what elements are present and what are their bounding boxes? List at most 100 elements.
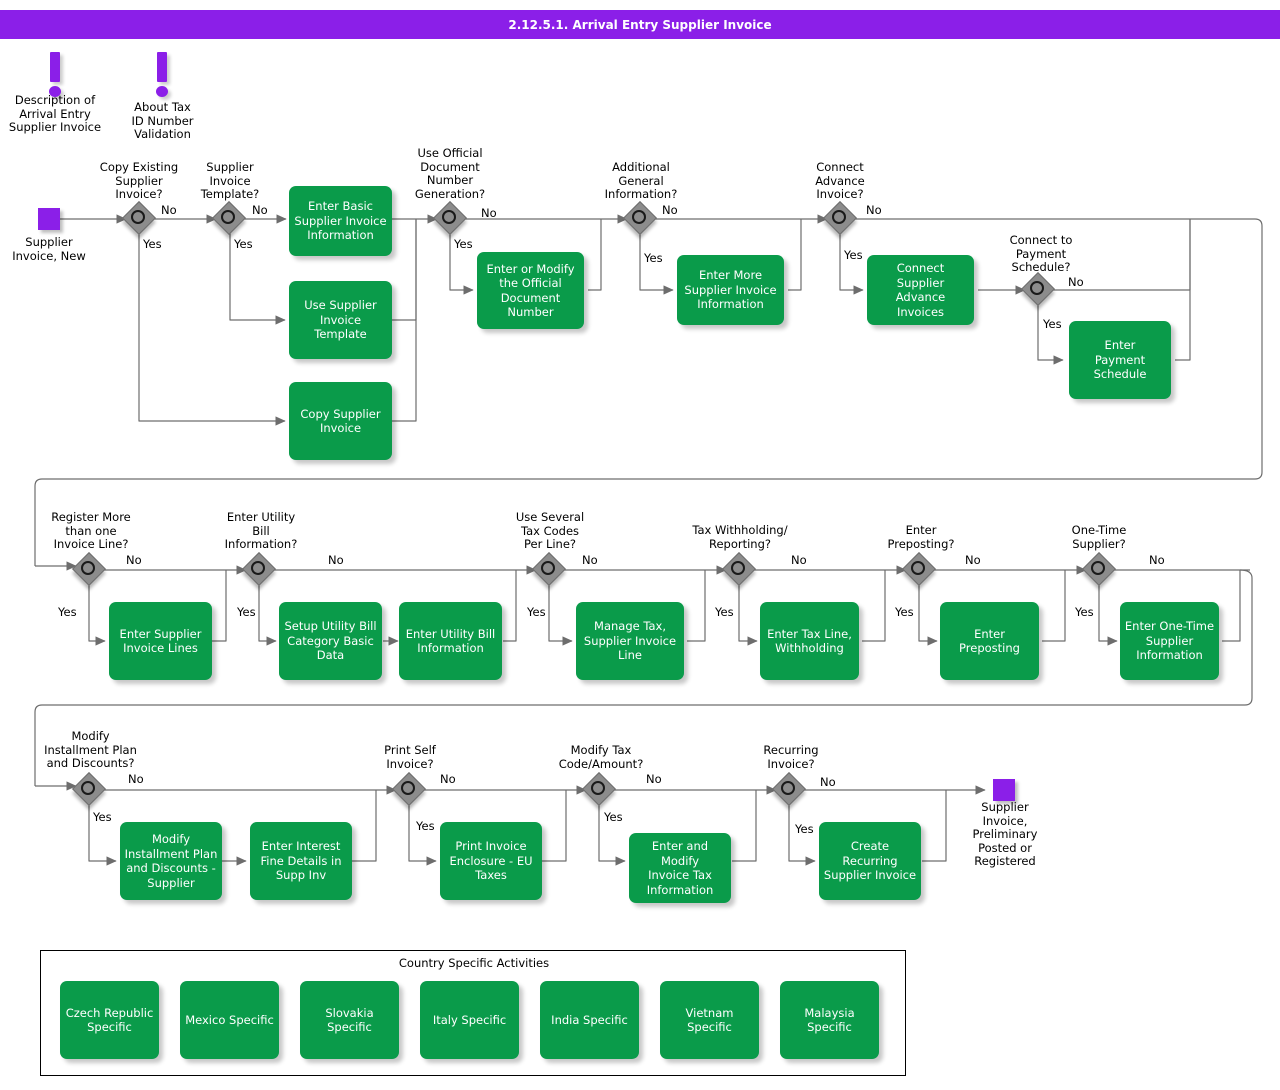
- activity-enter-interest-fine-details-in-supp-inv[interactable]: Enter Interest Fine Details in Supp Inv: [250, 822, 352, 900]
- activity-enter-or-modify-the-official-document-number[interactable]: Enter or Modify the Official Document Nu…: [477, 252, 584, 329]
- activity-setup-utility-bill-category-basic-data[interactable]: Setup Utility Bill Category Basic Data: [279, 602, 382, 680]
- activity-print-invoice-enclosure-eu-taxes[interactable]: Print Invoice Enclosure - EU Taxes: [440, 822, 542, 900]
- activity-use-supplier-invoice-template[interactable]: Use Supplier Invoice Template: [289, 281, 392, 359]
- branch-yes: Yes: [416, 819, 435, 833]
- exclamation-bar: [157, 52, 167, 82]
- diamond-ring-icon: [1030, 281, 1044, 295]
- activity-enter-preposting[interactable]: Enter Preposting: [940, 602, 1039, 680]
- activity-enter-and-modify-invoice-tax-information[interactable]: Enter and Modify Invoice Tax Information: [629, 833, 731, 903]
- activity-label: Italy Specific: [432, 1012, 507, 1027]
- decision-one-time-supplier[interactable]: [1082, 552, 1116, 586]
- decision-supplier-invoice-template[interactable]: [212, 201, 246, 235]
- branch-no: No: [328, 553, 344, 567]
- activity-label: Vietnam Specific: [685, 1005, 734, 1035]
- decision-recurring-invoice[interactable]: [772, 772, 806, 806]
- decision-print-self-invoice[interactable]: [392, 772, 426, 806]
- decision-modify-tax-code-amount[interactable]: [582, 772, 616, 806]
- branch-no: No: [866, 203, 882, 217]
- activity-vietnam-specific[interactable]: Vietnam Specific: [660, 981, 759, 1059]
- decision-use-several-tax-codes-per-line[interactable]: [532, 552, 566, 586]
- branch-yes: Yes: [58, 605, 77, 619]
- diamond-ring-icon: [221, 210, 235, 224]
- branch-no: No: [646, 772, 662, 786]
- decision-enter-utility-bill-information[interactable]: [242, 552, 276, 586]
- branch-yes: Yes: [1075, 605, 1094, 619]
- activity-label: Copy Supplier Invoice: [300, 406, 381, 436]
- activity-manage-tax-supplier-invoice-line[interactable]: Manage Tax, Supplier Invoice Line: [576, 602, 684, 680]
- activity-label: Enter Supplier Invoice Lines: [119, 626, 202, 656]
- diamond-ring-icon: [832, 210, 846, 224]
- activity-label: Mexico Specific: [185, 1012, 274, 1027]
- activity-enter-utility-bill-information[interactable]: Enter Utility Bill Information: [399, 602, 502, 680]
- activity-malaysia-specific[interactable]: Malaysia Specific: [780, 981, 879, 1059]
- decision-enter-preposting[interactable]: [902, 552, 936, 586]
- activity-label: Enter Payment Schedule: [1093, 338, 1147, 382]
- branch-no: No: [965, 553, 981, 567]
- branch-yes: Yes: [143, 237, 162, 251]
- decision-label-one-time-supplier: One-Time Supplier?: [1071, 523, 1127, 551]
- end-terminator-label: Supplier Invoice, Preliminary Posted or …: [972, 800, 1038, 868]
- decision-modify-installment-plan-and-discounts[interactable]: [72, 772, 106, 806]
- activity-india-specific[interactable]: India Specific: [540, 981, 639, 1059]
- branch-no: No: [128, 772, 144, 786]
- note-label-tax-id: About Tax ID Number Validation: [131, 100, 194, 141]
- activity-italy-specific[interactable]: Italy Specific: [420, 981, 519, 1059]
- activity-connect-supplier-advance-invoices[interactable]: Connect Supplier Advance Invoices: [867, 255, 974, 325]
- branch-yes: Yes: [795, 822, 814, 836]
- decision-label-modify-installment-plan-and-discounts: Modify Installment Plan and Discounts?: [44, 729, 137, 770]
- branch-no: No: [440, 772, 456, 786]
- decision-connect-to-payment-schedule[interactable]: [1021, 272, 1055, 306]
- activity-czech-republic-specific[interactable]: Czech Republic Specific: [60, 981, 159, 1059]
- branch-yes: Yes: [527, 605, 546, 619]
- activity-slovakia-specific[interactable]: Slovakia Specific: [300, 981, 399, 1059]
- decision-label-additional-general-information: Additional General Information?: [604, 160, 678, 201]
- decision-label-register-more-than-one-invoice-line: Register More than one Invoice Line?: [51, 510, 131, 551]
- activity-enter-one-time-supplier-information[interactable]: Enter One-Time Supplier Information: [1120, 602, 1219, 680]
- branch-yes: Yes: [604, 810, 623, 824]
- activity-enter-supplier-invoice-lines[interactable]: Enter Supplier Invoice Lines: [109, 602, 212, 680]
- decision-copy-existing-supplier-invoice[interactable]: [122, 201, 156, 235]
- note-label-description: Description of Arrival Entry Supplier In…: [8, 93, 102, 134]
- branch-yes: Yes: [454, 237, 473, 251]
- activity-label: Enter Tax Line, Withholding: [767, 626, 852, 656]
- activity-mexico-specific[interactable]: Mexico Specific: [180, 981, 279, 1059]
- activity-label: India Specific: [551, 1012, 628, 1027]
- activity-label: Print Invoice Enclosure - EU Taxes: [449, 839, 533, 883]
- end-terminator[interactable]: [993, 779, 1015, 801]
- diamond-ring-icon: [541, 561, 555, 575]
- decision-label-modify-tax-code-amount: Modify Tax Code/Amount?: [558, 743, 644, 771]
- activity-label: Connect Supplier Advance Invoices: [895, 261, 946, 319]
- branch-no: No: [252, 203, 268, 217]
- activity-label: Enter Preposting: [959, 626, 1020, 656]
- activity-enter-payment-schedule[interactable]: Enter Payment Schedule: [1069, 321, 1171, 399]
- activity-create-recurring-supplier-invoice[interactable]: Create Recurring Supplier Invoice: [819, 822, 921, 900]
- activity-enter-basic-supplier-invoice-information[interactable]: Enter Basic Supplier Invoice Information: [289, 186, 392, 256]
- diamond-ring-icon: [781, 781, 795, 795]
- diamond-ring-icon: [731, 561, 745, 575]
- diamond-ring-icon: [632, 210, 646, 224]
- page-title: 2.12.5.1. Arrival Entry Supplier Invoice: [508, 17, 772, 32]
- branch-yes: Yes: [237, 605, 256, 619]
- decision-label-enter-utility-bill-information: Enter Utility Bill Information?: [224, 510, 298, 551]
- activity-modify-installment-plan-and-discounts-supplier[interactable]: Modify Installment Plan and Discounts - …: [120, 822, 222, 900]
- diamond-ring-icon: [1091, 561, 1105, 575]
- diamond-ring-icon: [81, 561, 95, 575]
- activity-label: Enter or Modify the Official Document Nu…: [486, 261, 575, 320]
- decision-tax-withholding-reporting[interactable]: [722, 552, 756, 586]
- decision-connect-advance-invoice[interactable]: [823, 201, 857, 235]
- activity-enter-tax-line-withholding[interactable]: Enter Tax Line, Withholding: [760, 602, 859, 680]
- branch-yes: Yes: [715, 605, 734, 619]
- activity-label: Enter and Modify Invoice Tax Information: [646, 839, 714, 897]
- decision-label-copy-existing-supplier-invoice: Copy Existing Supplier Invoice?: [99, 160, 179, 201]
- activity-enter-more-supplier-invoice-information[interactable]: Enter More Supplier Invoice Information: [677, 255, 784, 325]
- decision-register-more-than-one-invoice-line[interactable]: [72, 552, 106, 586]
- branch-yes: Yes: [844, 248, 863, 262]
- diamond-ring-icon: [591, 781, 605, 795]
- decision-use-official-document-number-generation[interactable]: [433, 201, 467, 235]
- start-terminator-label: Supplier Invoice, New: [12, 235, 86, 263]
- activity-copy-supplier-invoice[interactable]: Copy Supplier Invoice: [289, 382, 392, 460]
- decision-additional-general-information[interactable]: [623, 201, 657, 235]
- branch-yes: Yes: [895, 605, 914, 619]
- start-terminator[interactable]: [38, 208, 60, 230]
